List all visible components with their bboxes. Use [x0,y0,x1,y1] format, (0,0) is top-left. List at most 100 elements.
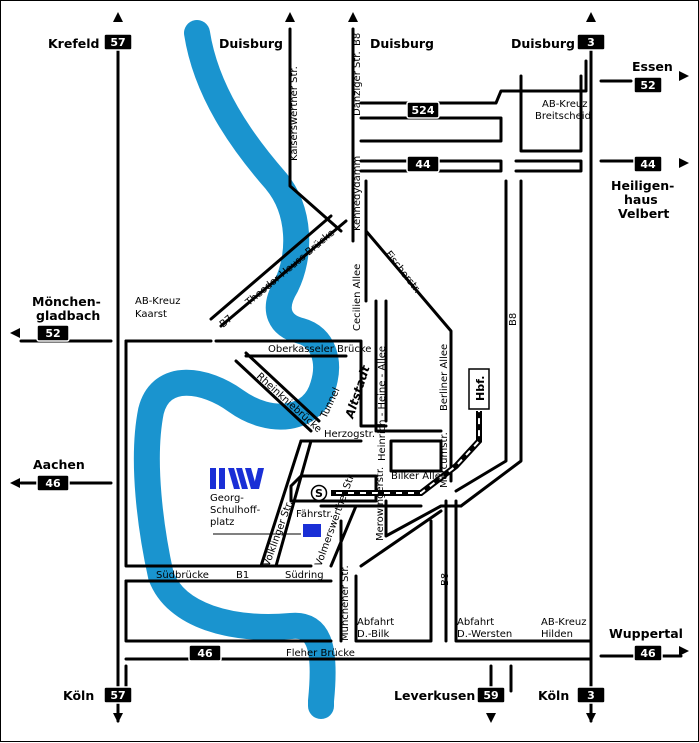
label-ab-kreuz-hilden: Hilden [541,629,573,640]
label-b8: B8 [440,573,451,586]
destinations: Krefeld Duisburg Duisburg Duisburg Essen… [32,36,683,703]
hbf-station: Hbf. [468,368,490,410]
arrow-down-icon [586,713,596,723]
arrow-right-icon [679,158,689,168]
shield-a59: 59 [476,686,506,704]
label-mercumstr: Mercumstr. [439,432,450,488]
label-kaiserswerther: Kaiserswerther Str. [289,66,300,161]
label-berliner: Berliner Allee [439,344,450,411]
arrow-down-icon [113,713,123,723]
label-ab-kreuz-breitscheid: Breitscheid [535,111,591,122]
label-b8: B8 [352,33,363,46]
arrow-up-icon [348,12,358,22]
shield-label: 57 [110,689,125,702]
shield-a57-bottom: 57 [103,686,133,704]
label-georg-schulhoff: Georg- [210,493,244,504]
label-georg-schulhoff: platz [210,517,234,528]
arrow-right-icon [679,71,689,81]
shield-label: 524 [412,104,435,117]
label-abfahrt-wersten: Abfahrt [457,617,494,628]
destination-leverkusen: Leverkusen [394,688,475,703]
destination-velbert: Velbert [618,206,669,221]
label-ab-kreuz-hilden: AB-Kreuz [541,617,587,628]
destination-aachen: Aachen [33,457,85,472]
label-b8: B8 [508,313,519,326]
shield-a44-left: 44 [406,155,440,173]
shield-a46-left: 46 [36,474,70,492]
shield-label: 46 [640,647,656,660]
destination-koeln: Köln [63,688,94,703]
label-faehrstr: Fährstr. [296,509,333,520]
shield-label: 44 [415,158,431,171]
label-bilker: Bilker Allee [391,471,447,482]
label-abfahrt-bilk: D.-Bilk [357,629,390,640]
shield-label: 46 [197,647,213,660]
label-ab-kreuz-breitscheid: AB-Kreuz [542,99,588,110]
shield-label: 3 [587,36,595,49]
label-suedring: Südring [285,570,324,581]
shield-label: 57 [110,36,125,49]
motorway-shields: 57 3 524 52 44 44 52 46 [36,33,663,704]
label-abfahrt-bilk: Abfahrt [357,617,394,628]
shield-a3-top: 3 [576,33,606,51]
label-s-bahn: S [315,487,323,500]
arrow-up-icon [285,12,295,22]
s-bahn-icon: S [310,484,328,502]
label-ab-kreuz-kaarst: Kaarst [135,309,167,320]
shield-a52-essen: 52 [633,76,663,94]
destination-wuppertal: Wuppertal [609,626,683,641]
destination-heiligenhaus: Heiligen- [611,178,674,193]
arrow-up-icon [586,12,596,22]
label-cecilien: Cecilien Allee [352,264,363,331]
label-heinrich-heine: Heinrich - Heine - Allee [377,346,388,461]
destination-duisburg: Duisburg [370,36,434,51]
shield-label: 59 [483,689,498,702]
arrow-icon [10,12,689,723]
arrow-left-icon [10,328,20,338]
arrow-down-icon [486,713,496,723]
label-danziger: Danziger Str. [352,51,363,116]
shield-a3-bottom: 3 [576,686,606,704]
destination-koeln: Köln [538,688,569,703]
label-ab-kreuz-kaarst: AB-Kreuz [135,296,181,307]
shield-label: 46 [45,477,61,490]
shield-a57-top: 57 [103,33,133,51]
destination-duisburg: Duisburg [511,36,575,51]
shield-label: 44 [640,158,656,171]
arrow-right-icon [679,646,689,656]
shield-a52-left: 52 [36,324,70,342]
arrow-up-icon [113,12,123,22]
destination-krefeld: Krefeld [48,36,99,51]
shield-a524: 524 [406,101,440,119]
destination-essen: Essen [632,59,673,74]
destination-moenchengladbach: Mönchen- [32,294,101,309]
roads [19,27,683,723]
destination-duisburg: Duisburg [219,36,283,51]
arrow-left-icon [10,478,20,488]
label-suedbruecke: Südbrücke [156,570,209,581]
rhine-river [133,20,339,719]
venue-marker[interactable] [303,524,321,537]
label-kennedydamm: Kennedydamm [352,156,363,231]
label-herzogstr: Herzogstr. [324,429,375,440]
label-georg-schulhoff: Schulhoff- [210,505,261,516]
label-hbf: Hbf. [474,376,487,401]
railway [331,411,482,496]
shield-label: 52 [640,79,655,92]
shield-a46-bottom: 46 [188,644,222,662]
label-b1: B1 [236,570,249,581]
destination-heiligenhaus: haus [624,192,658,207]
label-abfahrt-wersten: D.-Wersten [457,629,512,640]
label-merowinger: Merowingerstr. [375,467,386,541]
label-oberkasseler: Oberkasseler Brücke [268,344,371,355]
label-muenchener: Münchener Str. [340,565,351,641]
label-fleher: Fleher Brücke [286,648,355,659]
destination-moenchengladbach: gladbach [36,308,100,323]
shield-label: 52 [45,327,60,340]
shield-a44-right: 44 [633,155,663,173]
label-altstadt: Altstadt [342,363,373,421]
shield-a46-right: 46 [633,644,663,662]
hhu-logo-icon [210,468,264,489]
